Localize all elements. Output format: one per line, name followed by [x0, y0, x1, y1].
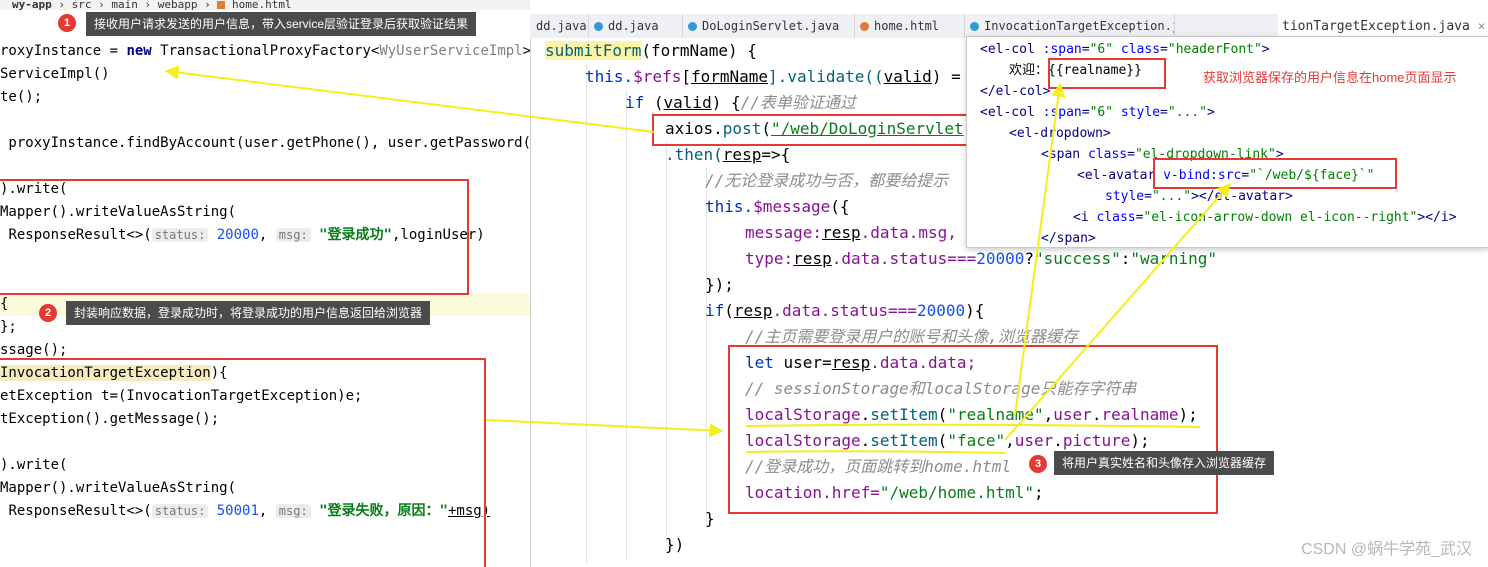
- code-line: InvocationTargetException){: [0, 365, 228, 381]
- code-line: .then(resp=>{: [665, 145, 791, 164]
- code-line: this.$refs[formName].validate((valid) =: [585, 67, 961, 86]
- editor-tab[interactable]: DoLoginServlet.java: [682, 14, 855, 38]
- underline-face: [745, 450, 1006, 454]
- template-line: <el-dropdown>: [1009, 126, 1111, 141]
- code-line: ).write(: [0, 457, 68, 473]
- code-line: Mapper().writeValueAsString(: [0, 204, 237, 220]
- code-line: roxyInstance = new TransactionalProxyFac…: [0, 43, 530, 59]
- editor-tab[interactable]: InvocationTargetException.java: [964, 14, 1175, 38]
- html-file-icon: [217, 1, 226, 9]
- code-line: }): [665, 535, 685, 554]
- underline-realname: [745, 423, 1201, 428]
- editor-tab[interactable]: dd.java: [588, 14, 683, 38]
- code-line: ResponseResult<>(status: 20000, msg: "登录…: [8, 227, 485, 243]
- html-file-icon: [860, 22, 869, 31]
- template-line: 欢迎：{{realname}}: [1009, 63, 1142, 78]
- code-line: //主页需要登录用户的账号和头像,浏览器缓存: [745, 327, 1078, 346]
- code-line: proxyInstance.findByAccount(user.getPhon…: [0, 135, 530, 151]
- highlight-box-error-handling: [0, 358, 486, 567]
- arrow-to-proxy: [164, 65, 655, 133]
- code-line: submitForm(formName) {: [545, 41, 757, 60]
- breadcrumb-item[interactable]: webapp: [157, 0, 198, 10]
- template-line: <i class="el-icon-arrow-down el-icon--ri…: [1073, 210, 1457, 225]
- step-badge: 3: [1029, 455, 1047, 473]
- code-line: this.$message({: [705, 197, 850, 216]
- step-badge: 1: [58, 14, 76, 32]
- breadcrumb-separator: ›: [58, 0, 72, 10]
- code-line: etException t=(InvocationTargetException…: [0, 388, 363, 404]
- code-line: location.href="/web/home.html";: [745, 483, 1044, 502]
- code-line: type:resp.data.status===20000?"success":…: [745, 249, 1218, 268]
- indent-guide: [626, 90, 627, 560]
- breadcrumb-separator: ›: [204, 0, 218, 10]
- breadcrumb-item[interactable]: main: [111, 0, 138, 10]
- template-line: <el-col :span="6" style="...">: [980, 105, 1215, 120]
- breadcrumb-item[interactable]: src: [71, 0, 92, 10]
- breadcrumb-item[interactable]: wy-app: [12, 0, 52, 10]
- class-file-icon: [970, 22, 979, 31]
- watermark: CSDN @蜗牛学苑_武汉: [1301, 541, 1472, 558]
- callout-step-1: 接收用户请求发送的用户信息，带入service层验证登录后获取验证结果: [86, 12, 477, 36]
- code-line: tException().getMessage();: [0, 411, 220, 427]
- editor-tab-active[interactable]: tionTargetException.java×: [1278, 14, 1488, 38]
- template-line: </span>: [1041, 231, 1096, 246]
- breadcrumb: wy-app › src › main › webapp › home.html: [0, 0, 530, 10]
- code-line: ssage();: [0, 342, 68, 358]
- annotation-note: 获取浏览器保存的用户信息在home页面显示: [1203, 70, 1457, 85]
- code-line: if (valid) {//表单验证通过: [625, 93, 856, 112]
- highlight-box-success-response: [0, 179, 469, 295]
- callout-step-2: 封装响应数据，登录成功时，将登录成功的用户信息返回给浏览器: [66, 301, 431, 325]
- template-line: <el-avatar v-bind:src="`/web/${face}`": [1077, 168, 1375, 183]
- highlight-box-face-src: [1153, 158, 1397, 189]
- step-badge: 2: [39, 304, 57, 322]
- indent-guide: [706, 168, 707, 528]
- highlight-box-realname: [1048, 58, 1166, 89]
- code-line: let user=resp.data.data;: [745, 353, 977, 372]
- breadcrumb-item[interactable]: home.html: [232, 0, 292, 10]
- close-icon[interactable]: ×: [1477, 19, 1486, 33]
- code-line: Mapper().writeValueAsString(: [0, 480, 237, 496]
- java-file-icon: [688, 22, 697, 31]
- template-line: </el-col>: [980, 84, 1051, 99]
- code-line: });: [705, 275, 734, 294]
- editor-tab-strip: dd.java dd.java DoLoginServlet.java home…: [530, 14, 1488, 39]
- code-line: }: [705, 509, 715, 528]
- code-line: te();: [0, 89, 43, 105]
- template-line: <el-col :span="6" class="headerFont">: [980, 42, 1270, 57]
- code-line: //无论登录成功与否，都要给提示: [705, 171, 949, 190]
- arrow-to-face: [1004, 182, 1231, 441]
- arrow-to-localstorage: [485, 419, 724, 438]
- code-line: localStorage.setItem("realname",user.rea…: [745, 405, 1198, 424]
- code-line: localStorage.setItem("face",user.picture…: [745, 431, 1150, 450]
- breadcrumb-separator: ›: [98, 0, 112, 10]
- code-line: };: [0, 319, 17, 335]
- breadcrumb-separator: ›: [144, 0, 158, 10]
- code-line: message:resp.data.msg,: [745, 223, 957, 242]
- code-line: ServiceImpl(): [0, 66, 110, 82]
- editor-tab[interactable]: home.html: [854, 14, 965, 38]
- code-line: ).write(: [0, 181, 68, 197]
- arrow-to-realname: [1014, 82, 1066, 416]
- code-line: axios.post("/web/DoLoginServlet: [665, 119, 964, 138]
- indent-guide: [666, 142, 667, 542]
- indent-guide: [586, 64, 587, 564]
- editor-tab[interactable]: dd.java: [530, 14, 589, 38]
- callout-step-3: 将用户真实姓名和头像存入浏览器缓存: [1054, 451, 1275, 475]
- java-file-icon: [594, 22, 603, 31]
- code-line: ResponseResult<>(status: 50001, msg: "登录…: [8, 503, 491, 519]
- code-line: if(resp.data.status===20000){: [705, 301, 985, 320]
- code-line: //登录成功，页面跳转到home.html: [745, 457, 1011, 476]
- highlight-box-localstorage: [728, 345, 1218, 514]
